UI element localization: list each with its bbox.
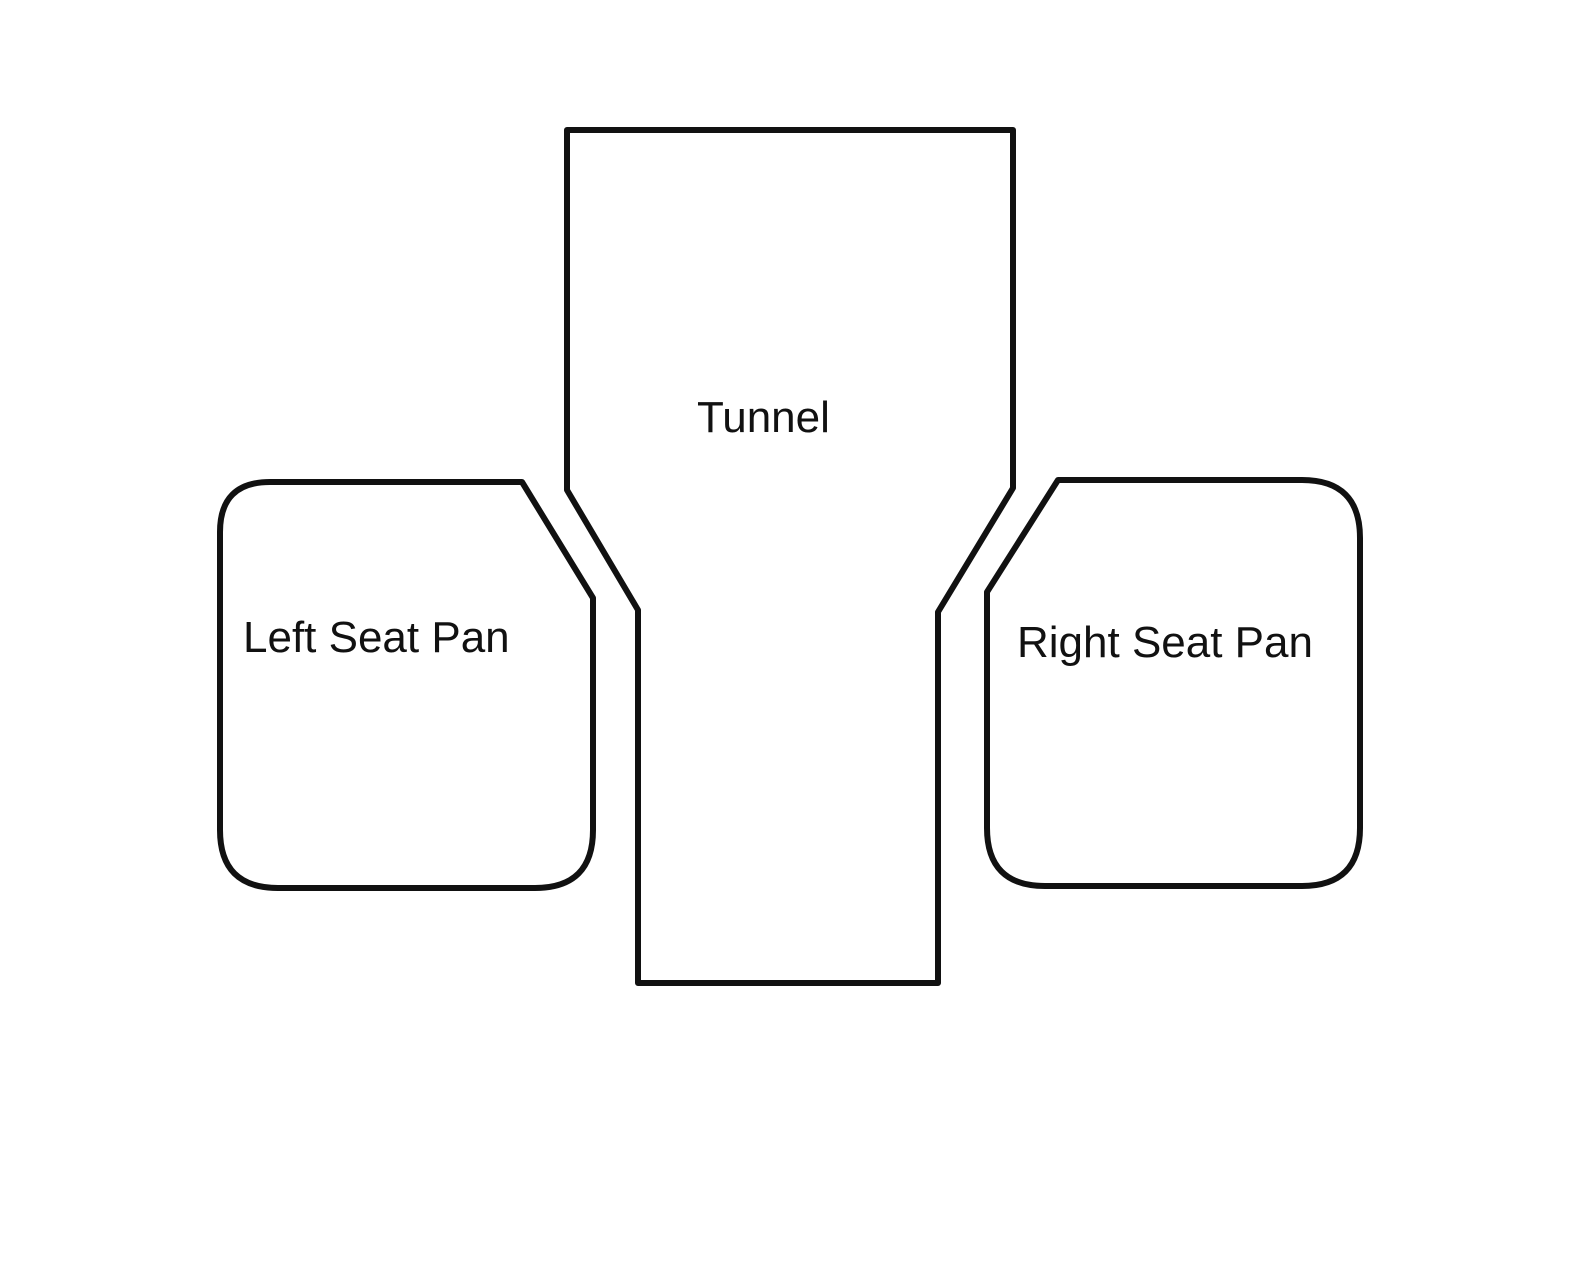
left-seat-pan-label: Left Seat Pan — [243, 613, 510, 662]
right-seat-pan-outline — [984, 477, 1363, 889]
tunnel-outline — [564, 127, 1016, 986]
tunnel-label: Tunnel — [697, 393, 830, 442]
left-seat-pan-outline — [217, 479, 596, 891]
right-seat-pan-label: Right Seat Pan — [1017, 618, 1313, 667]
